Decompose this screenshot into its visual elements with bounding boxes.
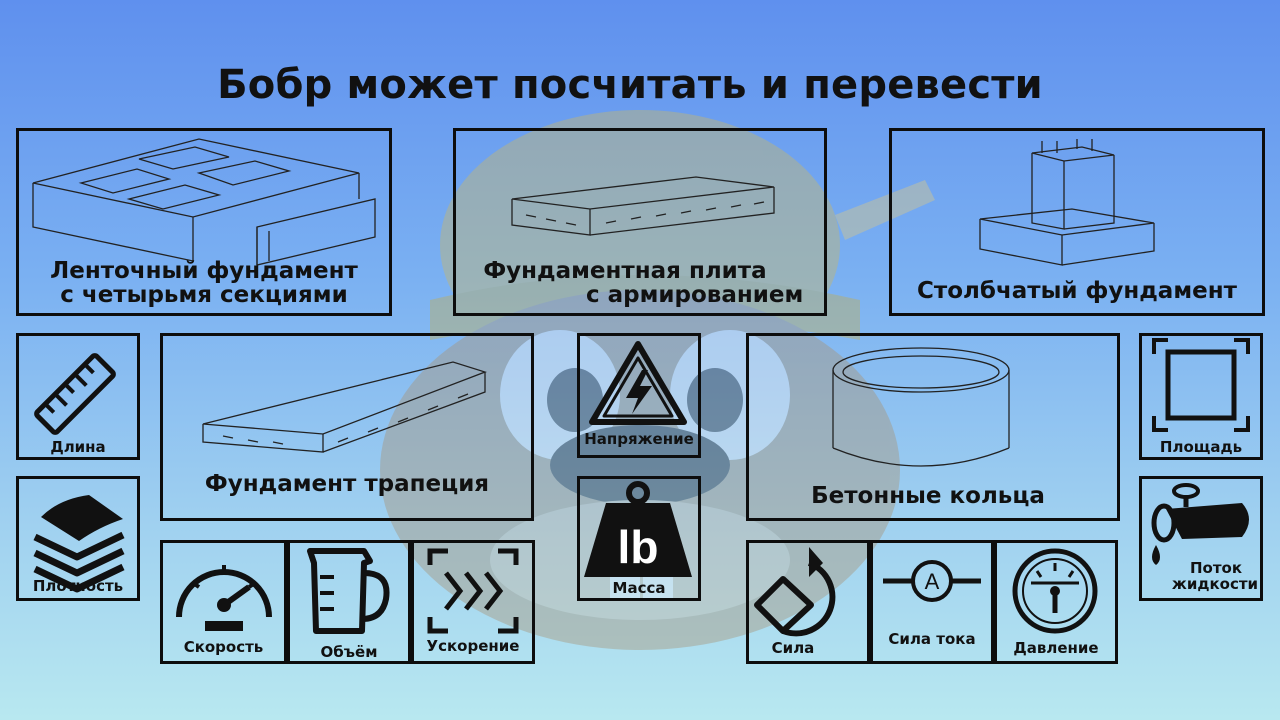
page-title: Бобр может посчитать и перевести <box>217 62 1043 108</box>
rotate-arrow-icon <box>754 547 836 637</box>
volume-card[interactable]: Объём <box>287 540 411 664</box>
pressure-card[interactable]: Давление <box>994 540 1118 664</box>
high-voltage-icon <box>589 341 687 425</box>
slab-foundation-icon <box>511 176 775 236</box>
column-foundation-icon <box>979 139 1155 266</box>
column-foundation-label: Столбчатый фундамент <box>917 278 1237 304</box>
flow-label-line1: Поток <box>1189 559 1243 577</box>
speed-label: Скорость <box>183 638 264 656</box>
acceleration-card[interactable]: Ускорение <box>411 540 535 664</box>
pressure-label: Давление <box>1013 639 1099 657</box>
slab-foundation-line1: Фундаментная плита <box>483 258 767 284</box>
current-label: Сила тока <box>888 630 976 648</box>
speed-card[interactable]: Скорость <box>160 540 287 664</box>
layers-icon <box>33 495 125 593</box>
mass-label: Масса <box>612 579 666 597</box>
ammeter-symbol: A <box>925 569 940 594</box>
mass-unit: lb <box>618 521 659 573</box>
force-label: Сила <box>771 639 815 657</box>
rings-foundation-label: Бетонные кольца <box>811 483 1045 509</box>
flow-card[interactable]: Поток жидкости <box>1139 476 1263 601</box>
mass-card[interactable]: lb Масса <box>577 476 701 601</box>
speedometer-icon <box>176 565 272 631</box>
area-label: Площадь <box>1159 438 1243 456</box>
density-label: Плотность <box>32 577 124 595</box>
current-card[interactable]: A Сила тока <box>870 540 994 664</box>
concrete-ring-icon <box>832 347 1010 467</box>
square-frame-icon <box>1152 338 1250 432</box>
ruler-icon <box>34 353 116 435</box>
trapezoid-foundation-card[interactable]: Фундамент трапеция <box>160 333 534 521</box>
ammeter-icon: A <box>883 560 981 602</box>
slab-foundation-line2: с армированием <box>586 282 804 308</box>
force-card[interactable]: Сила <box>746 540 870 664</box>
voltage-card[interactable]: Напряжение <box>577 333 701 458</box>
density-card[interactable]: Плотность <box>16 476 140 601</box>
length-label: Длина <box>50 438 106 456</box>
volume-label: Объём <box>320 643 378 661</box>
trapezoid-foundation-label: Фундамент трапеция <box>204 471 490 497</box>
strip-foundation-card[interactable]: Ленточный фундамент с четырьмя секциями <box>16 128 392 316</box>
weight-icon: lb <box>584 481 692 577</box>
length-card[interactable]: Длина <box>16 333 140 460</box>
voltage-label: Напряжение <box>584 430 694 448</box>
acceleration-label: Ускорение <box>426 637 520 655</box>
pipe-valve-icon <box>1151 483 1249 565</box>
column-foundation-card[interactable]: Столбчатый фундамент <box>889 128 1265 316</box>
strip-foundation-line2: с четырьмя секциями <box>60 282 348 308</box>
slab-foundation-card[interactable]: Фундаментная плита с армированием <box>453 128 827 316</box>
flow-label-line2: жидкости <box>1171 575 1259 593</box>
area-card[interactable]: Площадь <box>1139 333 1263 460</box>
pressure-gauge-icon <box>1012 548 1098 634</box>
strip-foundation-icon <box>32 138 376 266</box>
chevrons-icon <box>427 548 519 634</box>
rings-foundation-card[interactable]: Бетонные кольца <box>746 333 1120 521</box>
strip-foundation-line1: Ленточный фундамент <box>50 258 358 284</box>
measuring-jug-icon <box>307 548 390 634</box>
trapezoid-foundation-icon <box>202 361 487 453</box>
